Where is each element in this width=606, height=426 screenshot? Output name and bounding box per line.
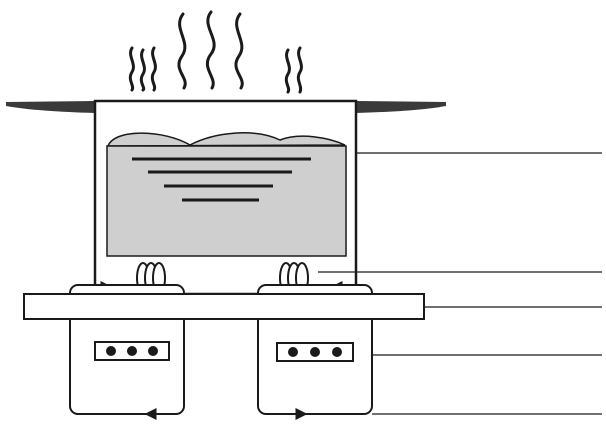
cooktop-rim-left bbox=[6, 101, 95, 113]
leader-lines bbox=[318, 152, 602, 415]
food-body bbox=[106, 145, 347, 257]
food-contents bbox=[106, 132, 347, 257]
steam-icon bbox=[128, 10, 303, 94]
steam-wisp bbox=[177, 12, 187, 90]
steam-wisp bbox=[296, 46, 303, 94]
indicator-dot bbox=[106, 346, 116, 356]
steam-wisp bbox=[284, 48, 291, 94]
steam-wisp bbox=[139, 48, 146, 92]
cooktop-rim-right bbox=[356, 101, 446, 113]
indicator-dot bbox=[332, 347, 342, 357]
steam-wisp bbox=[234, 12, 244, 90]
indicator-dot bbox=[127, 346, 137, 356]
steam-wisp bbox=[150, 46, 157, 92]
indicator-dot bbox=[288, 347, 298, 357]
steam-wisp bbox=[128, 46, 135, 92]
steam-wisp bbox=[205, 10, 216, 90]
cooktop-panel bbox=[23, 293, 425, 320]
food-top-mound bbox=[106, 132, 346, 147]
indicator-dot bbox=[148, 346, 158, 356]
indicator-dot bbox=[310, 347, 320, 357]
cooktop bbox=[6, 101, 446, 113]
